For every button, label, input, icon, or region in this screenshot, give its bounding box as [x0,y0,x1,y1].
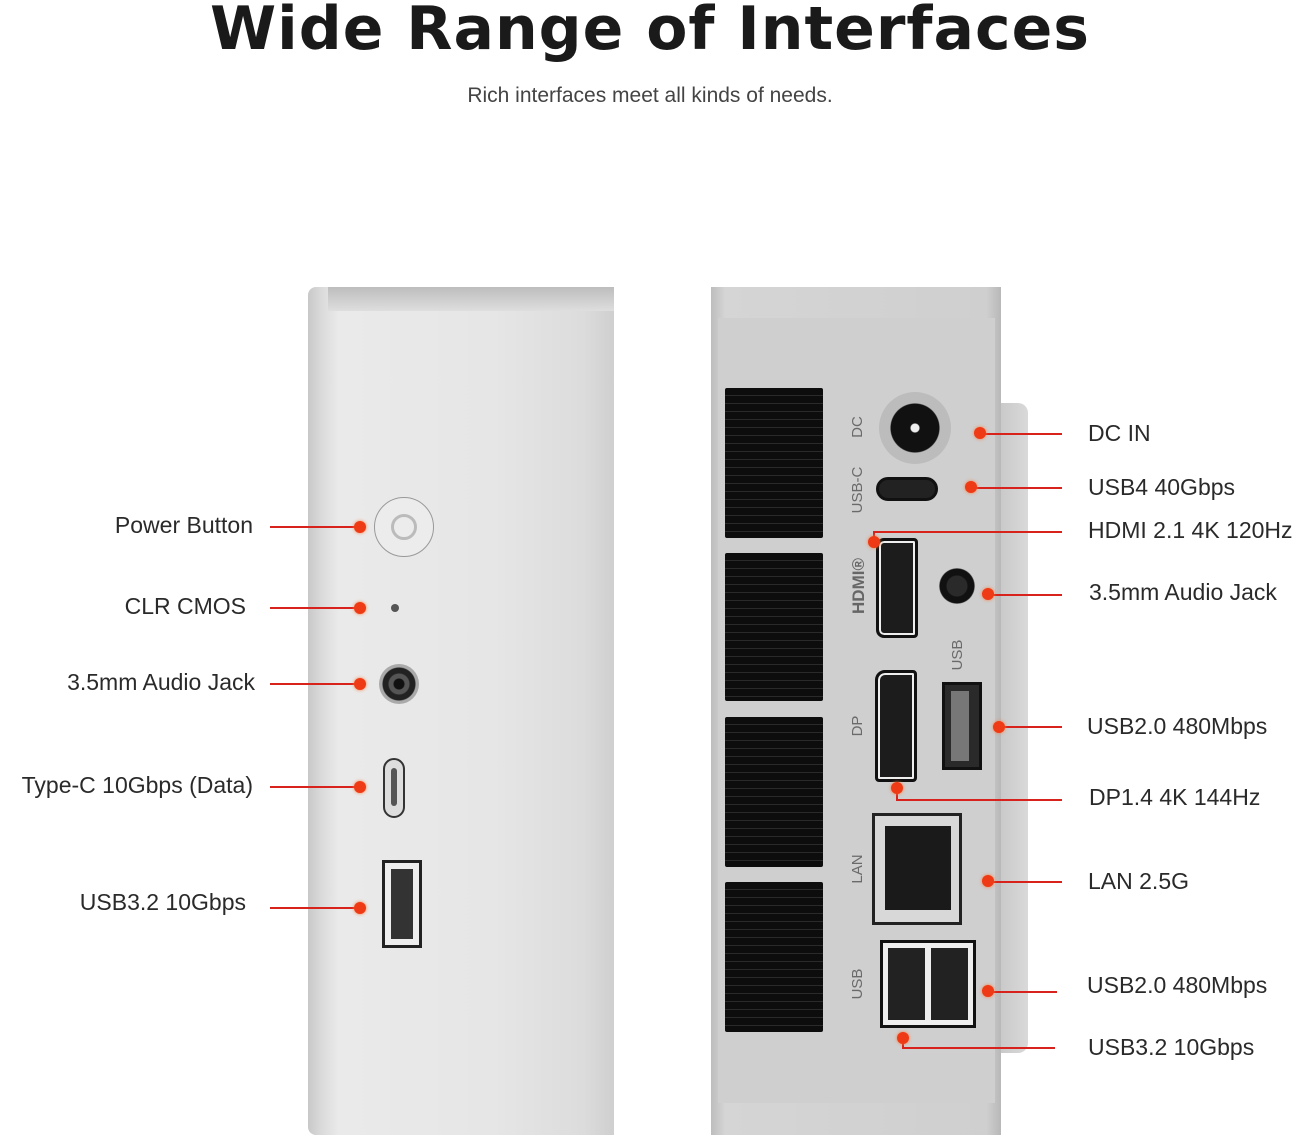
vent-grille [725,717,823,867]
callout-line [971,487,1062,489]
power-button-icon [374,497,434,557]
callout-dot [965,481,977,493]
front-panel-top-edge [328,287,614,311]
label-clr-cmos: CLR CMOS [124,593,246,619]
dp-port-icon [875,670,917,782]
label-dc-in: DC IN [1088,420,1151,446]
callout-line [270,907,360,909]
label-usb4: USB4 40Gbps [1088,474,1236,500]
print-usb: USB [849,968,866,1000]
print-hdmi: HDMI® [849,558,868,614]
callout-dot [354,521,366,533]
label-power-button: Power Button [114,512,253,538]
callout-dot [897,1032,909,1044]
callout-dot [891,782,903,794]
callout-dot [974,427,986,439]
vent-grille [725,882,823,1032]
front-panel-device [308,287,614,1135]
label-audio-jack: 3.5mm Audio Jack [1089,579,1277,605]
hdmi-port-icon [876,538,918,638]
dc-in-port-icon [879,392,951,464]
vent-grille [725,388,823,538]
usb-c-port-icon [383,758,405,818]
callout-dot [982,588,994,600]
callout-dot [354,678,366,690]
print-dp: DP [849,715,866,737]
label-hdmi: HDMI 2.1 4K 120Hz [1088,517,1293,543]
usb-a-port-icon [382,860,422,948]
callout-dot [354,902,366,914]
vent-grille [725,553,823,701]
clr-cmos-hole-icon [391,604,399,612]
audio-jack-icon [379,664,419,704]
usb4-port-icon [876,477,938,501]
callout-line [270,786,360,788]
lan-port-icon [872,813,962,925]
label-lan: LAN 2.5G [1088,868,1189,894]
callout-line [988,594,1062,596]
callout-line [902,1047,1055,1049]
audio-jack-icon [939,568,975,604]
dual-usb-port-icon [880,940,976,1028]
callout-line [270,683,360,685]
callout-line [270,526,360,528]
page-title: Wide Range of Interfaces [210,0,1090,64]
print-lan: LAN [849,854,866,884]
callout-line [988,991,1057,993]
label-type-c: Type-C 10Gbps (Data) [21,772,253,798]
label-usb32: USB3.2 10Gbps [79,889,246,915]
callout-line [270,607,360,609]
callout-dot [982,985,994,997]
callout-line [874,531,1062,533]
callout-dot [354,602,366,614]
page-subtitle: Rich interfaces meet all kinds of needs. [467,84,833,107]
callout-line [988,881,1062,883]
print-usb-c: USB-C [849,466,866,514]
label-usb2-bottom: USB2.0 480Mbps [1087,972,1268,998]
callout-line [896,788,898,800]
callout-dot [868,536,880,548]
callout-dot [982,875,994,887]
callout-dot [354,781,366,793]
callout-dot [993,721,1005,733]
usb2-port-icon [942,682,982,770]
label-usb2-top: USB2.0 480Mbps [1087,713,1268,739]
callout-line [896,799,1062,801]
label-audio-jack: 3.5mm Audio Jack [67,669,255,695]
label-dp: DP1.4 4K 144Hz [1089,784,1261,810]
label-usb32: USB3.2 10Gbps [1088,1034,1255,1060]
callout-line [999,726,1062,728]
callout-line [980,433,1062,435]
